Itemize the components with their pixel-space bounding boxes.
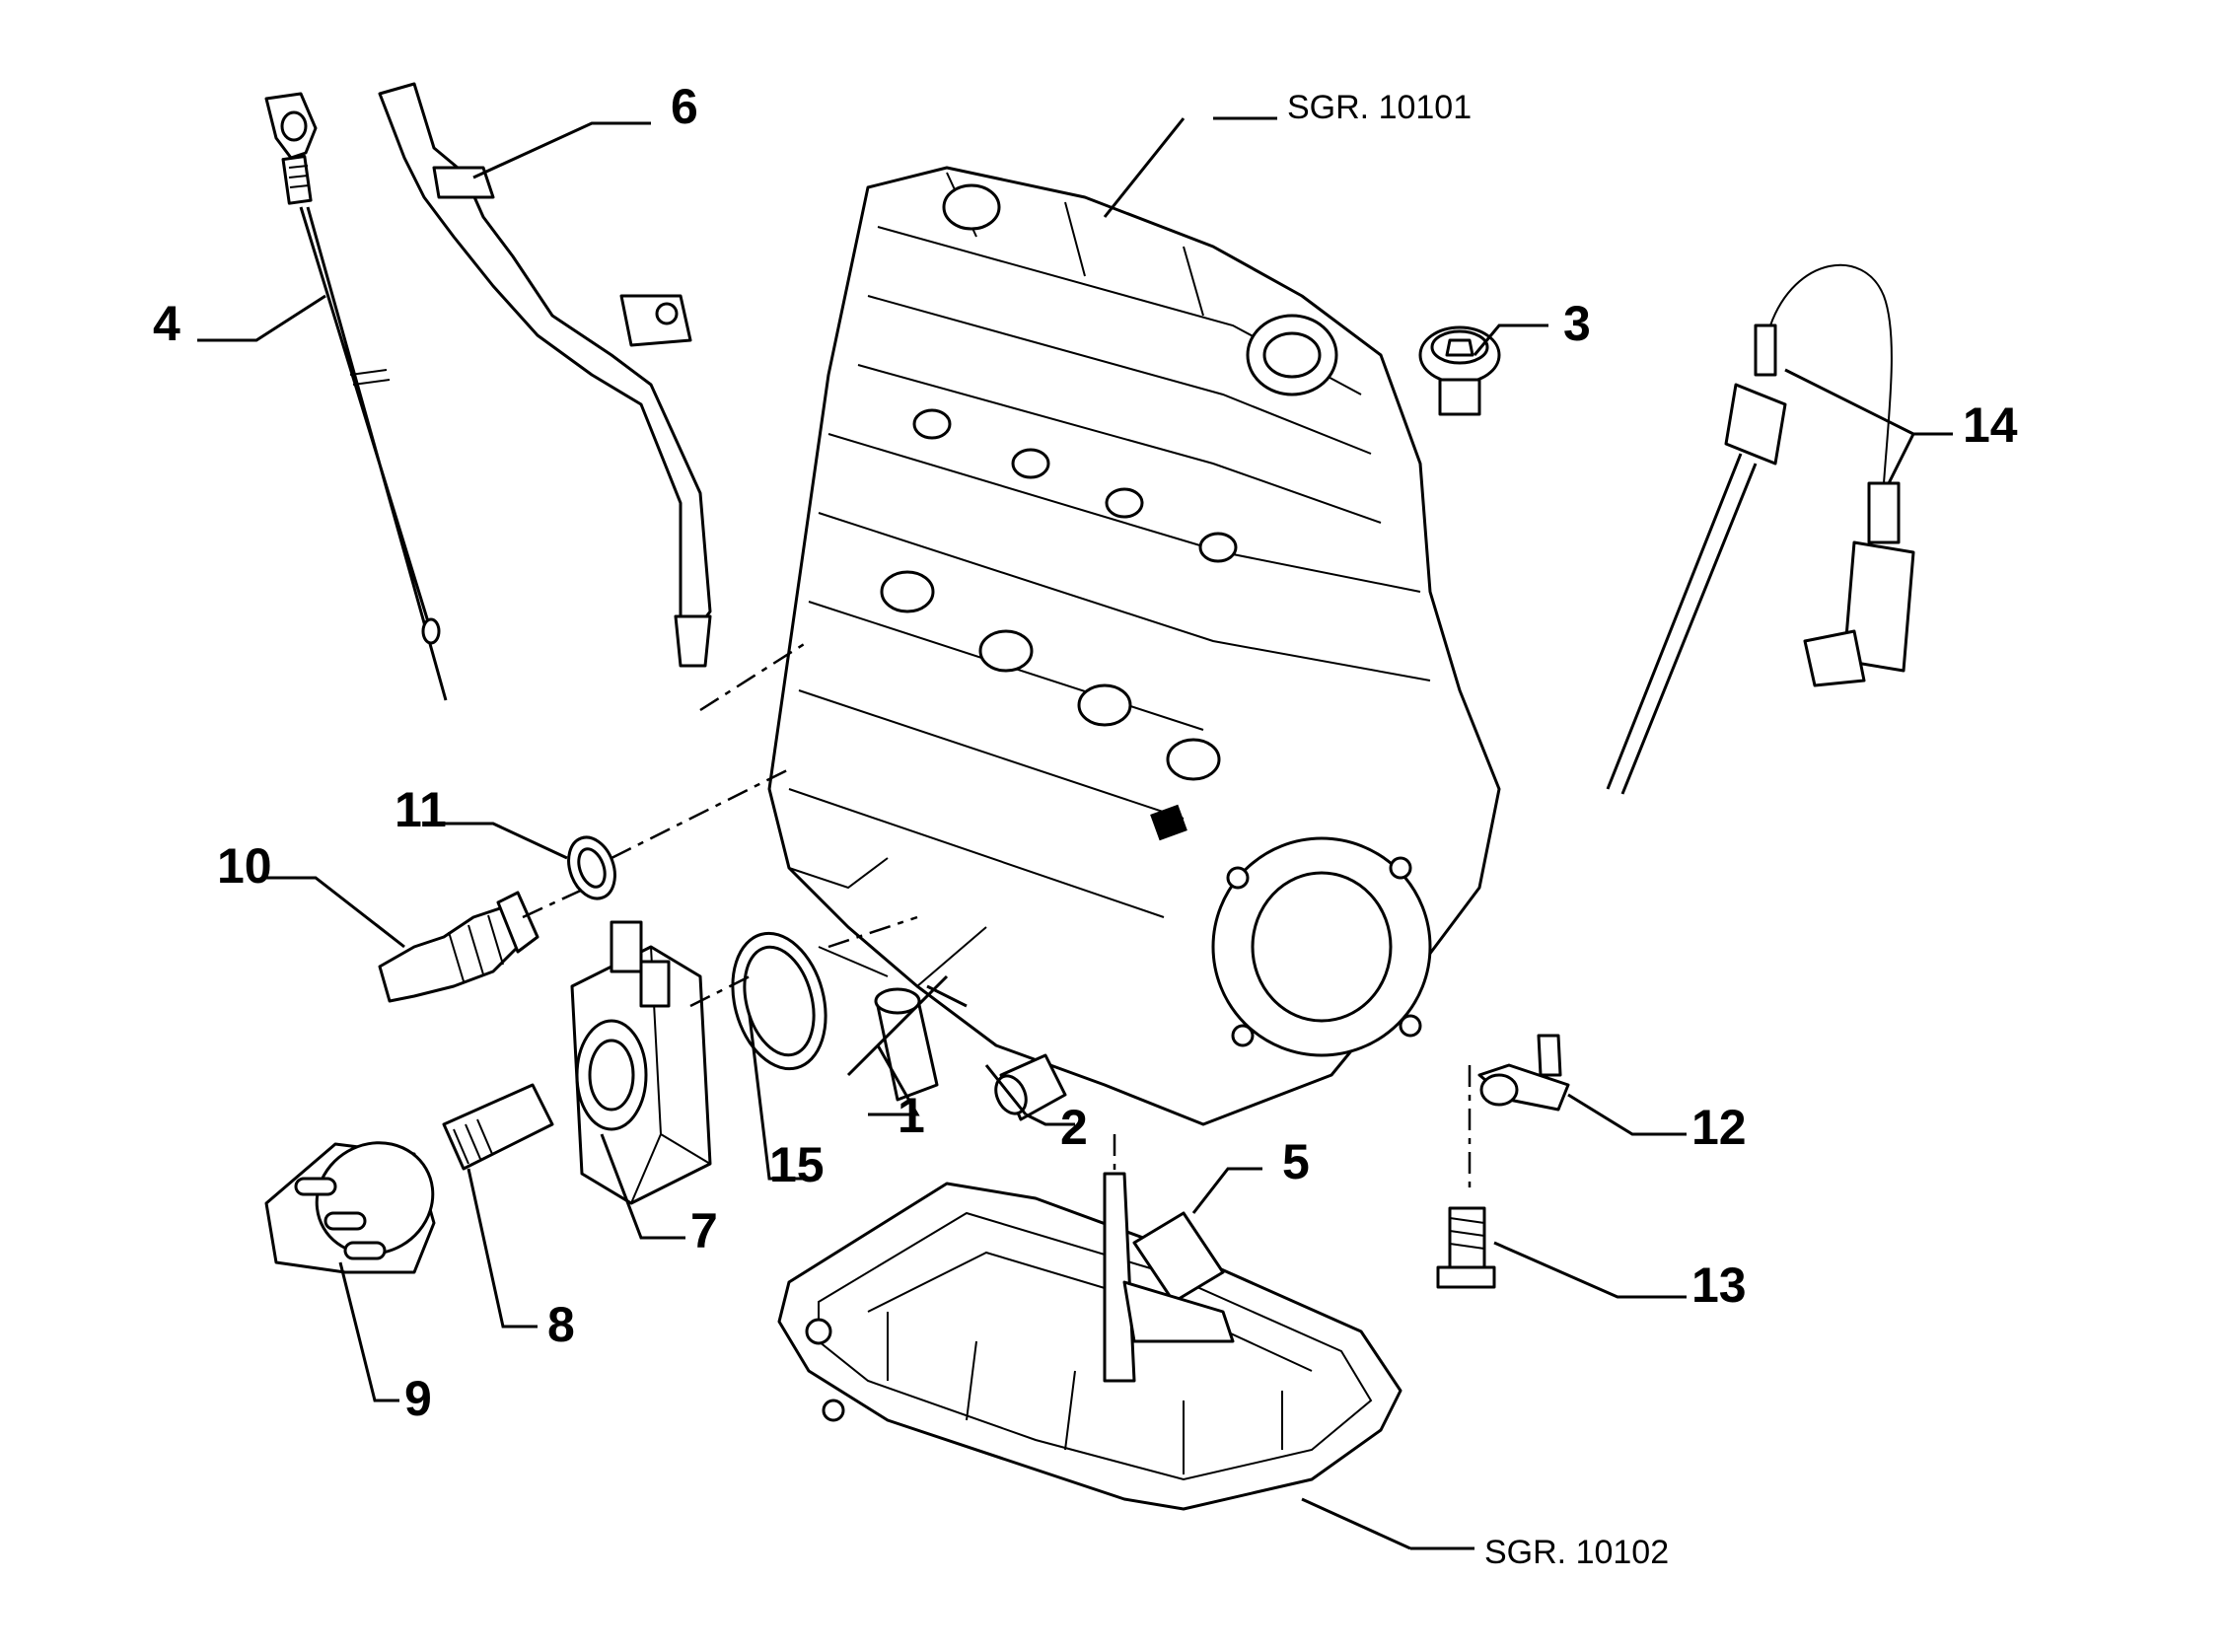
- mounting-bolt: [1436, 1206, 1496, 1289]
- ref-oil-pan: SGR. 10102: [1484, 1534, 1669, 1571]
- oil-pan: [777, 1182, 1402, 1511]
- oil-level-sensor: [1606, 263, 1915, 795]
- drain-plug: [1418, 325, 1501, 416]
- callout-15: 15: [769, 1137, 825, 1192]
- bushing-1: [874, 987, 939, 1102]
- oil-filter: [264, 1141, 436, 1274]
- callout-6: 6: [671, 79, 698, 134]
- assembly-lines: [522, 639, 1116, 1174]
- callout-14: 14: [1963, 397, 2018, 453]
- callout-7: 7: [690, 1203, 718, 1258]
- callout-1: 1: [898, 1088, 925, 1143]
- callout-10: 10: [217, 838, 272, 894]
- callout-11: 11: [395, 782, 447, 837]
- threaded-connector: [442, 1083, 554, 1171]
- oil-pickup-tube: [1103, 1172, 1235, 1383]
- sensor-bracket: [1468, 1034, 1570, 1193]
- engine-block: [767, 166, 1501, 1126]
- callout-labels: 1 2 3 4 5 6 7 8 9 10 11 12 13 14 15 SGR.…: [153, 79, 2018, 1571]
- callout-9: 9: [404, 1371, 432, 1426]
- oil-pressure-switch: [378, 891, 539, 1003]
- callout-13: 13: [1691, 1257, 1747, 1313]
- callout-5: 5: [1282, 1134, 1310, 1189]
- callout-4: 4: [153, 296, 180, 351]
- oil-cooler: [570, 920, 712, 1205]
- oil-dipstick: [264, 92, 448, 701]
- leader-lines: [197, 117, 1953, 1550]
- callout-2: 2: [1060, 1100, 1088, 1155]
- callout-12: 12: [1691, 1100, 1747, 1155]
- callout-8: 8: [547, 1297, 575, 1352]
- dipstick-tube: [378, 82, 712, 668]
- callout-3: 3: [1563, 296, 1591, 351]
- gasket-ring: [731, 931, 827, 1071]
- ref-engine-block: SGR. 10101: [1287, 89, 1472, 126]
- sealing-washer: [567, 835, 616, 900]
